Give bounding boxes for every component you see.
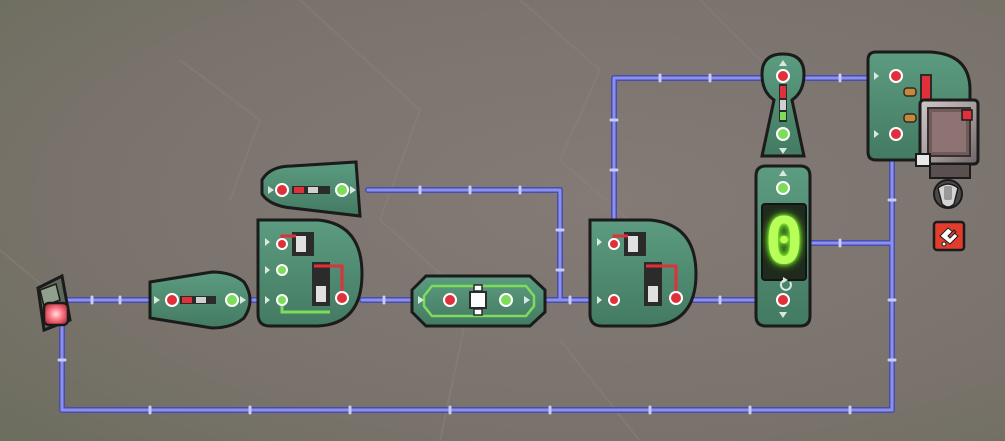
- counter-display: [761, 203, 807, 281]
- overheat-warning[interactable]: [932, 220, 966, 252]
- input-port-active-icon: [165, 293, 179, 307]
- buffer-gate-left[interactable]: [148, 270, 252, 330]
- reset-icon: [779, 279, 792, 291]
- filter-gate-icon: [779, 84, 787, 122]
- signal-counter[interactable]: [754, 164, 812, 328]
- input-arrow-icon: [154, 296, 160, 304]
- input-port-active-icon: [276, 238, 288, 250]
- input-port-standby-icon: [276, 264, 288, 276]
- input-port-standby-icon: [276, 294, 288, 306]
- filter-gate[interactable]: [760, 52, 806, 158]
- output-port-standby-icon: [225, 293, 239, 307]
- and-gate-left[interactable]: [256, 218, 364, 328]
- dispenser-icon: [933, 179, 963, 209]
- not-gate-icon: [469, 284, 487, 316]
- input-arrow-icon: [268, 186, 274, 194]
- automatic-dispenser[interactable]: [915, 98, 980, 209]
- logic-wires: [57, 73, 897, 415]
- count-input-port-icon: [776, 181, 790, 195]
- input-port-active-icon: [443, 293, 457, 307]
- reset-port-active-icon: [889, 127, 903, 141]
- and-gate-icon: [612, 232, 678, 306]
- output-port-standby-icon: [776, 127, 790, 141]
- and-gate-icon: [280, 232, 344, 314]
- buffer-gate-top[interactable]: [260, 160, 362, 218]
- input-port-active-icon: [608, 238, 620, 250]
- reset-port-active-icon: [776, 293, 790, 307]
- switch-lamp-icon: [42, 301, 70, 327]
- input-port-active-icon: [776, 69, 790, 83]
- signal-switch[interactable]: [36, 273, 72, 333]
- background-tile-lines: [0, 0, 760, 441]
- and-gate-right[interactable]: [588, 218, 698, 328]
- output-port-standby-icon: [499, 293, 513, 307]
- input-port-active-icon: [275, 183, 289, 197]
- output-port-active-icon: [669, 291, 683, 305]
- input-arrow-icon: [779, 60, 787, 66]
- warning-icon: [939, 227, 959, 247]
- not-gate[interactable]: [410, 274, 547, 328]
- output-port-standby-icon: [335, 183, 349, 197]
- set-port-active-icon: [889, 69, 903, 83]
- input-arrow-icon: [418, 296, 424, 304]
- input-port-active-icon: [608, 294, 620, 306]
- dispenser-status-light-icon: [961, 109, 973, 121]
- output-port-active-icon: [335, 291, 349, 305]
